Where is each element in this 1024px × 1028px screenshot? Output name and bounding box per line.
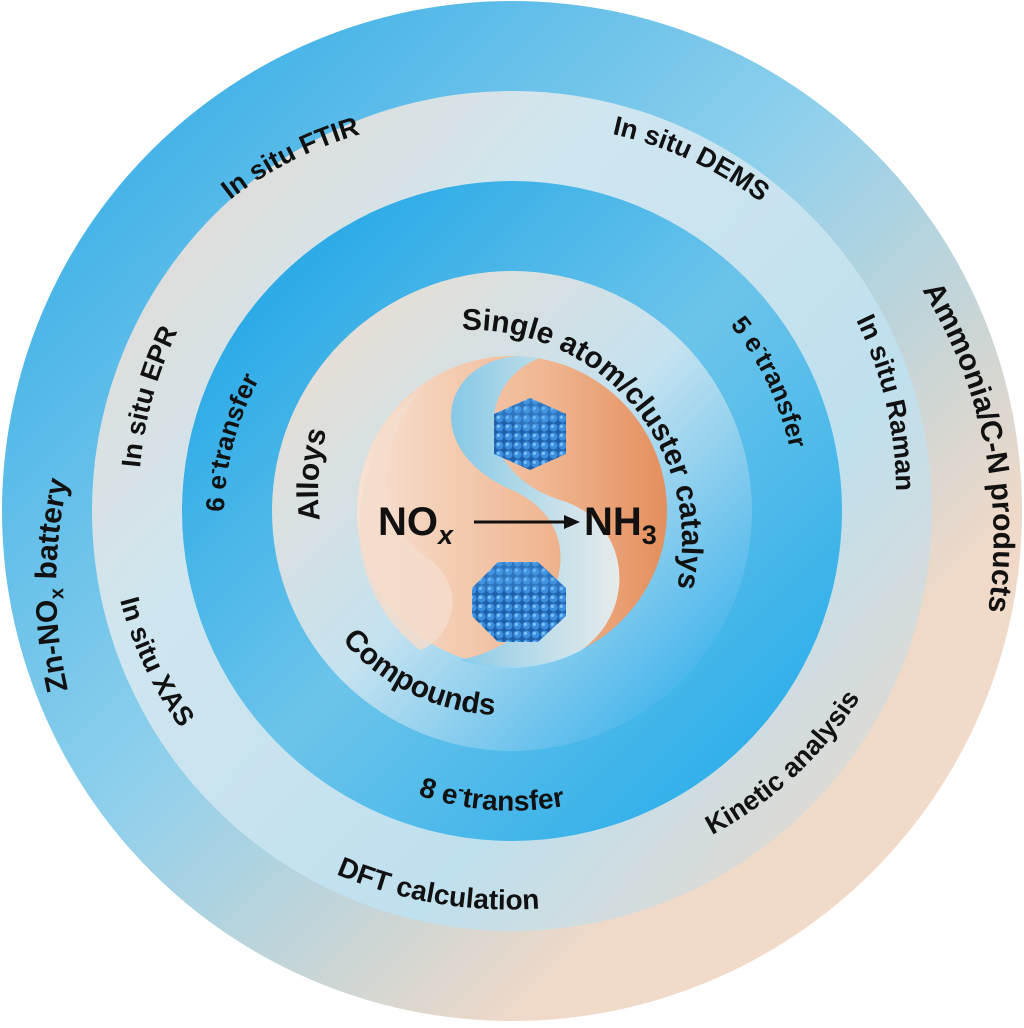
reactant-label: NOx [378, 500, 454, 550]
nanocluster-octahedron-icon [472, 562, 566, 642]
product-label: NH3 [584, 500, 657, 550]
yin-yang-blue-half [451, 356, 620, 669]
yin-yang-peach-half [359, 390, 453, 650]
eight-e-transfer-label: 8 e-transfer [416, 771, 566, 817]
nanocluster-cube-icon [494, 398, 566, 470]
reaction-equation: NOx NH3 [378, 500, 657, 550]
reaction-arrowhead [564, 515, 580, 529]
